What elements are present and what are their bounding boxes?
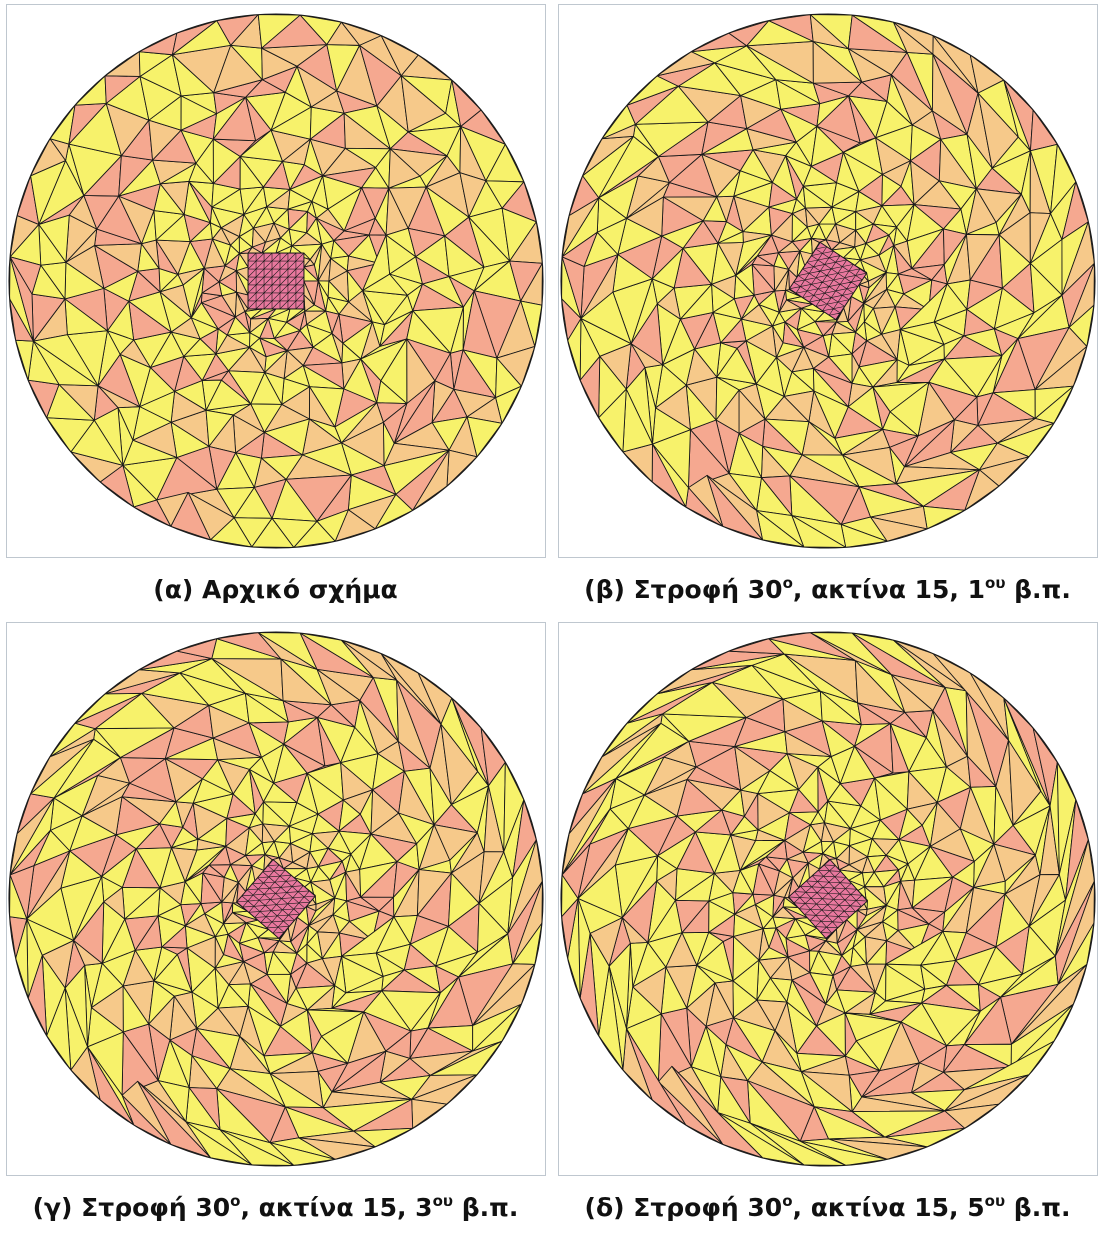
mesh-element (104, 51, 141, 77)
mesh-element (686, 964, 716, 1009)
mesh-element (382, 403, 408, 444)
caption-b-prefix: (β) Στροφή 30 (584, 575, 783, 604)
caption-d-prefix: (δ) Στροφή 30 (584, 1193, 783, 1222)
caption-b-degree: ο (782, 574, 793, 592)
mesh-element (577, 864, 623, 919)
refined-square-edges (236, 859, 316, 939)
mesh-frame-d (558, 622, 1098, 1176)
mesh-element (26, 887, 75, 941)
caption-c-degree: ο (230, 1192, 241, 1210)
caption-b-middle: , ακτίνα 15, 1 (792, 575, 986, 604)
mesh-element (9, 256, 42, 295)
mesh-element (715, 376, 740, 421)
refined-square (787, 858, 869, 940)
refined-square-edges (788, 859, 868, 939)
mesh-element (138, 32, 178, 56)
caption-b: (β) Στροφή 30ο, ακτίνα 15, 1ου β.π. (552, 568, 1103, 612)
mesh-diagram-c (8, 631, 544, 1167)
mesh-frame-c (6, 622, 546, 1176)
mesh-triangles (561, 632, 1095, 1166)
caption-c-ordinal: ου (432, 1192, 454, 1210)
panel-d: (δ) Στροφή 30ο, ακτίνα 15, 5ου β.π. (552, 618, 1103, 1236)
refined-square (788, 241, 868, 321)
mesh-frame-b (558, 4, 1098, 558)
mesh-element (561, 231, 598, 267)
caption-b-ordinal: ου (985, 574, 1006, 592)
refined-square (236, 859, 316, 939)
panel-b: (β) Στροφή 30ο, ακτίνα 15, 1ου β.π. (552, 0, 1103, 618)
mesh-element (561, 808, 611, 876)
panel-a: (α) Αρχικό σχήμα (0, 0, 551, 618)
refined-square-edges (789, 242, 867, 320)
mesh-element (446, 449, 478, 487)
caption-d-degree: ο (782, 1192, 793, 1210)
mesh-diagram-b (560, 13, 1096, 549)
caption-b-end: β.π. (1005, 575, 1071, 604)
mesh-triangles (561, 14, 1095, 548)
mesh-frame-a (6, 4, 546, 558)
mesh-element (32, 334, 99, 387)
mesh-diagram-d (560, 631, 1096, 1167)
mesh-diagram-a (8, 13, 544, 549)
mesh-element (317, 1062, 349, 1093)
caption-d: (δ) Στροφή 30ο, ακτίνα 15, 5ου β.π. (552, 1186, 1103, 1230)
mesh-element (922, 505, 966, 530)
caption-a-text: (α) Αρχικό σχήμα (153, 575, 398, 604)
caption-c: (γ) Στροφή 30ο, ακτίνα 15, 3ου β.π. (0, 1186, 551, 1230)
mesh-element (205, 409, 234, 447)
mesh-triangles (9, 14, 543, 548)
mesh-boundary (560, 631, 1096, 1167)
refined-square-edges (247, 252, 305, 310)
mesh-boundary (8, 13, 544, 549)
mesh-element (848, 1070, 881, 1098)
mesh-element (148, 980, 175, 1025)
mesh-element (411, 1098, 448, 1129)
mesh-element (580, 291, 632, 345)
caption-c-prefix: (γ) Στροφή 30 (32, 1193, 231, 1222)
caption-c-middle: , ακτίνα 15, 3 (240, 1193, 433, 1222)
panel-c: (γ) Στροφή 30ο, ακτίνα 15, 3ου β.π. (0, 618, 551, 1236)
caption-d-ordinal: ου (984, 1192, 1006, 1210)
mesh-element (1029, 109, 1058, 152)
caption-c-end: β.π. (453, 1193, 519, 1222)
mesh-element (9, 829, 51, 876)
mesh-element (889, 435, 919, 468)
caption-d-middle: , ακτίνα 15, 5 (792, 1193, 985, 1222)
refined-square (247, 252, 305, 310)
mesh-boundary (8, 631, 544, 1167)
caption-a: (α) Αρχικό σχήμα (0, 568, 551, 612)
mesh-triangles (9, 632, 543, 1166)
caption-d-end: β.π. (1005, 1193, 1071, 1222)
mesh-boundary (560, 13, 1096, 549)
